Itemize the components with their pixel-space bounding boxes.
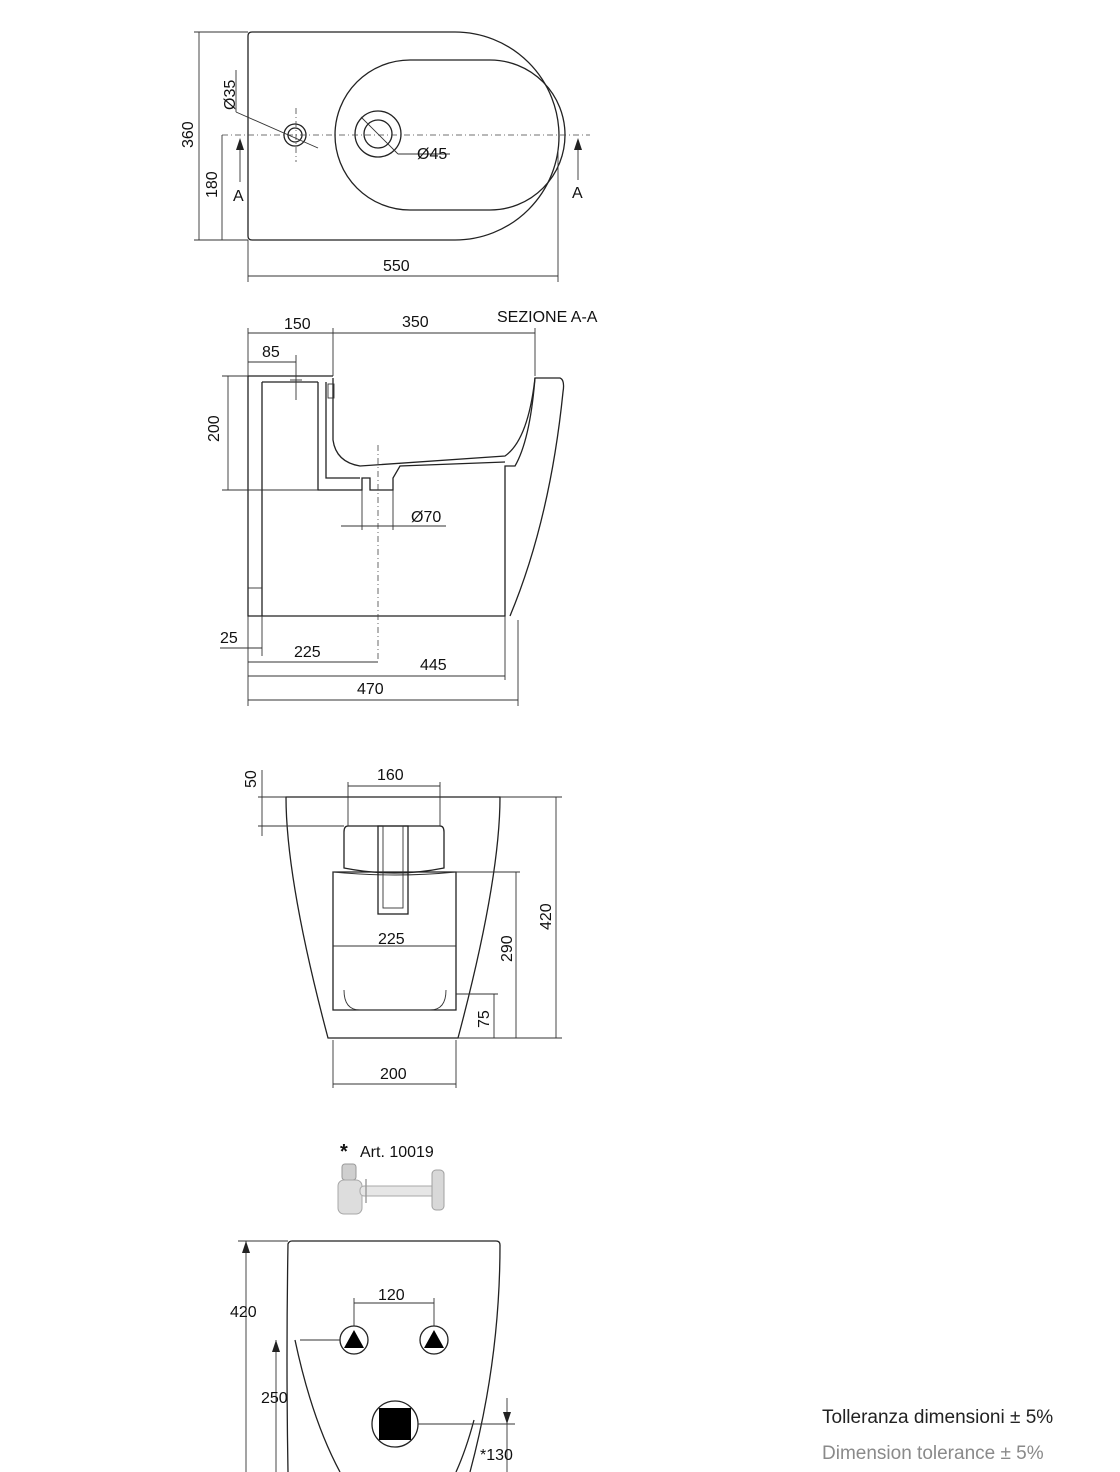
- section-outer-profile: [247, 376, 565, 617]
- dim-350: 350: [402, 314, 429, 331]
- dim-150: 150: [284, 316, 311, 333]
- dim-225: 225: [294, 644, 321, 661]
- siphon-trap-icon: [337, 1163, 445, 1215]
- dim-arrow-250: [272, 1340, 280, 1352]
- back-recess-bottom-curve: [343, 989, 447, 1011]
- top-view-outline: [247, 31, 560, 241]
- back-lower-recess: [332, 871, 457, 1011]
- wall-view-outline: [286, 1240, 501, 1472]
- dim-d70: Ø70: [411, 509, 441, 526]
- section-view: SEZIONE A-A 150 350 85 200: [206, 309, 598, 706]
- water-inlet-left-triangle-icon: [344, 1330, 364, 1348]
- section-mark-right: A: [572, 185, 583, 202]
- dim-420: 420: [538, 903, 555, 930]
- dim-75: 75: [476, 1010, 493, 1028]
- dim-arrow-130: [503, 1412, 511, 1424]
- dim-200-back: 200: [380, 1066, 407, 1083]
- back-view-outline: [285, 796, 501, 1039]
- back-recess-inner-curve: [332, 871, 457, 876]
- accessory-label: Art. 10019: [360, 1144, 434, 1161]
- top-view: Ø35 Ø45 360 180 A A 550: [180, 31, 590, 282]
- dim-25: 25: [220, 630, 238, 647]
- wall-view: 120 420 250 *130: [230, 1240, 515, 1472]
- dim-130: *130: [480, 1447, 513, 1464]
- accessory: * Art. 10019: [337, 1141, 445, 1215]
- dim-d35: Ø35: [222, 80, 239, 110]
- dim-420-wall: 420: [230, 1304, 257, 1321]
- section-bowl-outer: [317, 382, 506, 491]
- dim-550: 550: [383, 258, 410, 275]
- dim-445: 445: [420, 657, 447, 674]
- section-arrow-right-head: [574, 138, 582, 150]
- dim-225-back: 225: [378, 931, 405, 948]
- d45-leader: [360, 116, 399, 155]
- section-bowl-inner: [325, 382, 360, 479]
- drain-hole-outer: [354, 110, 402, 158]
- dim-120: 120: [378, 1287, 405, 1304]
- drain-outlet-square-icon: [379, 1408, 411, 1440]
- dim-arrow-420-wall: [242, 1241, 250, 1253]
- accessory-mark: *: [340, 1141, 348, 1163]
- dim-180: 180: [204, 171, 221, 198]
- back-upper-recess: [343, 825, 445, 874]
- wall-view-inner-right: [455, 1419, 475, 1472]
- section-arrow-left-head: [236, 138, 244, 150]
- water-inlet-right-triangle-icon: [424, 1330, 444, 1348]
- wall-view-inner-left: [294, 1339, 341, 1472]
- dim-85: 85: [262, 344, 280, 361]
- dim-360: 360: [180, 121, 197, 148]
- back-view: 50 160 225 290 420 75 200: [243, 767, 562, 1088]
- dim-d45: Ø45: [417, 146, 447, 163]
- section-mark-left: A: [233, 188, 244, 205]
- dim-470: 470: [357, 681, 384, 698]
- dim-200: 200: [206, 415, 223, 442]
- tolerance-note-italian: Tolleranza dimensioni ± 5%: [822, 1407, 1054, 1428]
- dim-160: 160: [377, 767, 404, 784]
- section-title: SEZIONE A-A: [497, 309, 598, 326]
- drain-hole-inner: [363, 119, 393, 149]
- d35-leader: [235, 111, 319, 149]
- back-drain-channel-inner: [382, 825, 404, 909]
- dim-250: 250: [261, 1390, 288, 1407]
- section-overflow: [327, 383, 335, 399]
- section-basin-curve: [332, 377, 536, 467]
- back-drain-channel: [377, 825, 409, 915]
- dim-290: 290: [499, 935, 516, 962]
- dim-50: 50: [243, 770, 260, 788]
- tolerance-note-english: Dimension tolerance ± 5%: [822, 1443, 1044, 1464]
